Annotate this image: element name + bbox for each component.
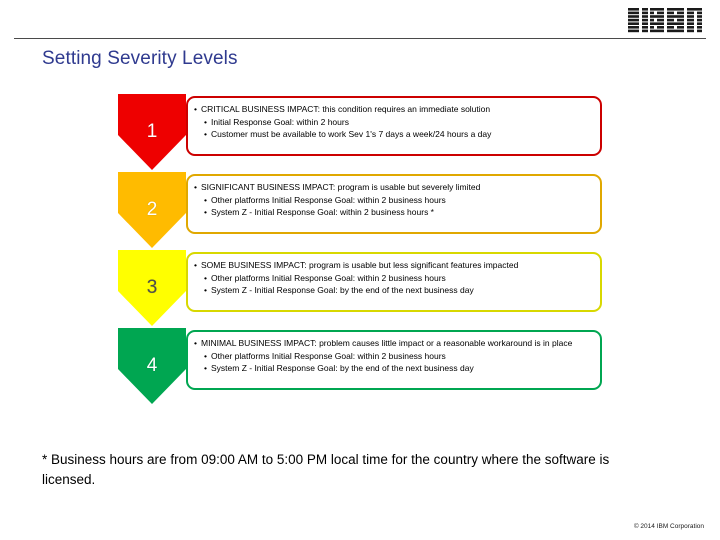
bullet-icon: • — [194, 260, 197, 270]
bullet-icon: • — [194, 182, 197, 192]
callout-line: •Initial Response Goal: within 2 hours — [204, 116, 349, 127]
header-divider — [14, 38, 706, 39]
severity-row: 1 •CRITICAL BUSINESS IMPACT: this condit… — [0, 94, 720, 172]
severity-callout: •CRITICAL BUSINESS IMPACT: this conditio… — [186, 96, 602, 156]
bullet-icon: • — [204, 285, 207, 295]
callout-line: •SOME BUSINESS IMPACT: program is usable… — [194, 260, 519, 270]
callout-line: •System Z - Initial Response Goal: by th… — [204, 363, 474, 373]
severity-row: 2 •SIGNIFICANT BUSINESS IMPACT: program … — [0, 172, 720, 250]
severity-callout: •MINIMAL BUSINESS IMPACT: problem causes… — [186, 330, 602, 390]
page-title: Setting Severity Levels — [42, 48, 238, 69]
bullet-icon: • — [204, 363, 207, 373]
callout-line: •CRITICAL BUSINESS IMPACT: this conditio… — [194, 104, 491, 114]
bullet-icon: • — [204, 194, 207, 205]
severity-row: 4 •MINIMAL BUSINESS IMPACT: problem caus… — [0, 328, 720, 406]
severity-list: 1 •CRITICAL BUSINESS IMPACT: this condit… — [0, 94, 720, 406]
severity-number: 4 — [146, 355, 158, 376]
severity-callout: •SOME BUSINESS IMPACT: program is usable… — [186, 252, 602, 312]
copyright-notice: © 2014 IBM Corporation — [633, 523, 704, 530]
bullet-icon: • — [204, 207, 207, 217]
bullet-icon: • — [194, 338, 197, 348]
bullet-icon: • — [204, 129, 207, 139]
callout-line: •Other platforms Initial Response Goal: … — [204, 350, 446, 361]
callout-line: •Other platforms Initial Response Goal: … — [204, 272, 446, 283]
footnote: * Business hours are from 09:00 AM to 5:… — [42, 452, 610, 487]
callout-line: •MINIMAL BUSINESS IMPACT: problem causes… — [194, 338, 573, 348]
callout-line: •System Z - Initial Response Goal: withi… — [204, 207, 434, 217]
bullet-icon: • — [204, 350, 207, 361]
callout-line: •SIGNIFICANT BUSINESS IMPACT: program is… — [194, 182, 481, 192]
bullet-icon: • — [204, 272, 207, 283]
severity-row: 3 •SOME BUSINESS IMPACT: program is usab… — [0, 250, 720, 328]
severity-number: 1 — [146, 121, 158, 142]
severity-callout: •SIGNIFICANT BUSINESS IMPACT: program is… — [186, 174, 602, 234]
ibm-logo-icon — [628, 8, 702, 36]
severity-number: 2 — [146, 199, 158, 220]
severity-number: 3 — [146, 277, 158, 298]
callout-line: •Other platforms Initial Response Goal: … — [204, 194, 446, 205]
bullet-icon: • — [204, 116, 207, 127]
callout-line: •Customer must be available to work Sev … — [204, 129, 492, 139]
callout-line: •System Z - Initial Response Goal: by th… — [204, 285, 474, 295]
bullet-icon: • — [194, 104, 197, 114]
ibm-logo — [628, 8, 702, 36]
